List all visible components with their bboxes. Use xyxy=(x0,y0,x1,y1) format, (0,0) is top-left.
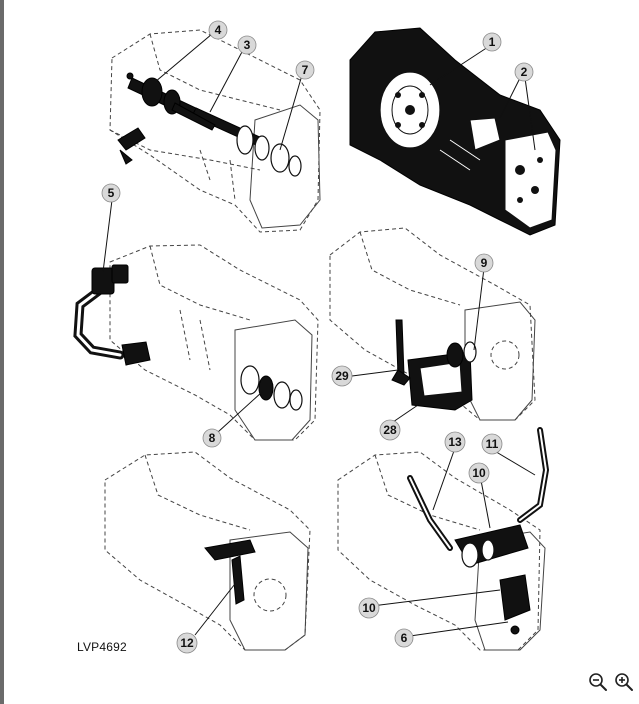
callout-8: 8 xyxy=(202,428,222,448)
callout-5: 5 xyxy=(101,183,121,203)
figure-reference-code: LVP4692 xyxy=(77,640,127,654)
svg-text:4: 4 xyxy=(215,23,222,37)
svg-text:10: 10 xyxy=(362,601,376,615)
svg-text:10: 10 xyxy=(472,466,486,480)
callout-4: 4 xyxy=(208,20,228,40)
panel-shift-mechanism xyxy=(329,227,536,421)
callout-7: 7 xyxy=(295,60,315,80)
svg-text:11: 11 xyxy=(486,437,499,451)
callout-10-lower: 10 xyxy=(358,597,380,619)
svg-text:28: 28 xyxy=(383,423,397,437)
panel-selector-output xyxy=(73,244,319,441)
zoom-in-icon xyxy=(615,673,633,691)
svg-text:2: 2 xyxy=(521,65,528,79)
svg-text:29: 29 xyxy=(335,369,349,383)
callout-1: 1 xyxy=(482,32,502,52)
svg-text:9: 9 xyxy=(481,256,488,270)
svg-text:6: 6 xyxy=(401,631,408,645)
svg-text:8: 8 xyxy=(209,431,216,445)
callout-3: 3 xyxy=(237,35,257,55)
callout-12: 12 xyxy=(176,632,198,654)
callout-6: 6 xyxy=(394,628,414,648)
zoom-in-button[interactable] xyxy=(614,672,634,692)
panel-gearbox-assembly xyxy=(349,27,561,236)
callout-29: 29 xyxy=(331,365,353,387)
panel-oil-pump xyxy=(337,427,550,651)
callout-13: 13 xyxy=(444,431,466,453)
zoom-out-button[interactable] xyxy=(588,672,608,692)
callout-11: 11 xyxy=(481,433,503,455)
viewer-left-edge xyxy=(0,0,4,704)
svg-text:12: 12 xyxy=(180,636,194,650)
svg-text:3: 3 xyxy=(244,38,251,52)
svg-text:13: 13 xyxy=(448,435,462,449)
panel-housing-sensor xyxy=(104,451,311,651)
callout-10-upper: 10 xyxy=(468,462,490,484)
svg-text:1: 1 xyxy=(489,35,496,49)
callout-28: 28 xyxy=(379,419,401,441)
svg-text:7: 7 xyxy=(302,63,309,77)
panel-input-shaft xyxy=(109,29,321,233)
callout-9: 9 xyxy=(474,253,494,273)
svg-text:5: 5 xyxy=(108,186,115,200)
callout-2: 2 xyxy=(514,62,534,82)
zoom-out-icon xyxy=(589,673,607,691)
leader-lines xyxy=(102,33,536,637)
